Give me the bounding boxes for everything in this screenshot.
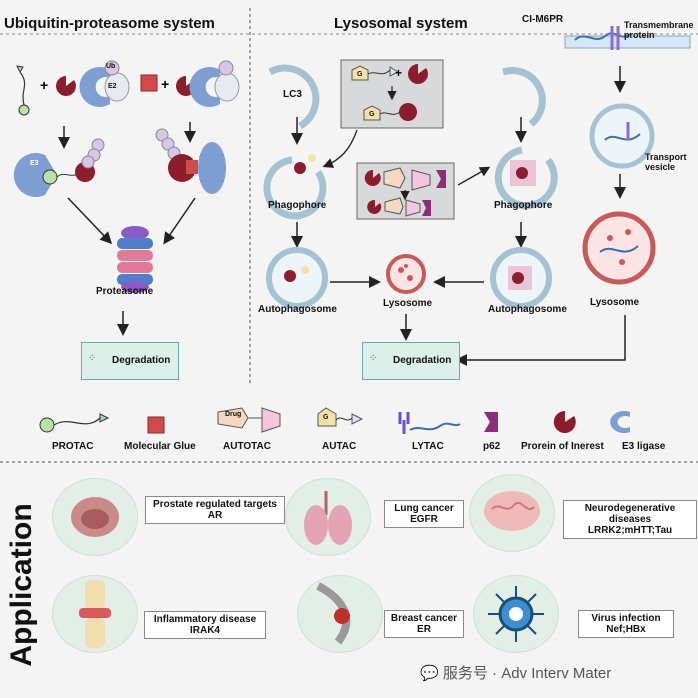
legend-molecular-glue-icon <box>147 416 165 434</box>
app-neuro-line2: LRRK2;mHTT;Tau <box>587 525 673 536</box>
app-box-virus: Virus infection Nef;HBx <box>578 610 674 638</box>
poi-icon <box>56 76 76 96</box>
transport-vesicle-icon <box>589 103 655 169</box>
watermark: 💬 服务号 · Adv Interv Mater <box>420 662 611 683</box>
lung-icon <box>304 491 352 545</box>
autophagosome-right-icon <box>490 247 552 309</box>
app-box-prostate: Prostate regulated targets AR <box>145 496 285 524</box>
joint-icon-circle <box>52 575 138 653</box>
e2-e3-complex-icon <box>79 60 130 107</box>
app-inflammatory-line2: IRAK4 <box>189 625 220 636</box>
app-breast-line1: Breast cancer <box>390 613 458 624</box>
transport-vesicle-label: Transport vesicle <box>645 152 687 172</box>
fragments-icon: ⁘ <box>369 353 378 364</box>
autac-g-label-2: G <box>369 111 375 118</box>
virus-icon <box>488 586 544 642</box>
legend-label-protac: PROTAC <box>52 441 94 452</box>
legend-label-lytac: LYTAC <box>412 441 444 452</box>
application-title-container: Application <box>2 478 42 688</box>
brain-icon <box>484 491 540 531</box>
lys-degradation-box: ⁘ Degradation <box>362 342 460 380</box>
proteasome-icon <box>117 226 153 293</box>
legend-protac-icon <box>39 413 110 433</box>
legend-protein-of-interest-icon <box>553 410 576 433</box>
svg-text:+: + <box>161 76 169 92</box>
lc3-label: LC3 <box>283 89 302 100</box>
lysosome-center-label: Lysosome <box>383 298 433 309</box>
phagophore-right-icon <box>494 146 558 210</box>
app-neuro-line1: Neurodegenerative diseases <box>584 503 676 525</box>
ups-degradation-box: ⁘ Degradation <box>81 342 179 380</box>
ups-degradation-label: Degradation <box>112 355 171 366</box>
legend-label-e3-ligase: E3 ligase <box>622 441 666 452</box>
prostate-icon <box>71 497 119 537</box>
cell-membrane-icon <box>564 26 691 50</box>
legend-autotac-icon <box>217 407 281 433</box>
protac-ternary-complex-icon <box>13 138 105 197</box>
app-prostate-line1: Prostate regulated targets <box>153 499 277 510</box>
glue-ternary-complex-icon <box>155 128 226 194</box>
lung-icon-circle <box>285 478 371 556</box>
glue-square-icon <box>140 74 158 92</box>
ub-label: Ub <box>106 63 116 70</box>
lysosome-right-icon <box>582 211 656 285</box>
app-box-lung: Lung cancer EGFR <box>384 500 464 528</box>
wechat-icon: 💬 <box>420 665 439 682</box>
watermark-text: 服务号 · Adv Interv Mater <box>442 665 612 682</box>
legend-label-protein-of-interest: Prorein of Inerest <box>521 441 604 452</box>
lc3-membrane-icon <box>268 64 320 130</box>
app-lung-line2: EGFR <box>410 514 438 525</box>
lysosome-right-label: Lysosome <box>590 297 640 308</box>
ups-section-title: Ubiquitin-proteasome system <box>4 15 215 32</box>
autophagosome-right-label: Autophagosome <box>488 304 567 315</box>
legend-label-autotac: AUTOTAC <box>223 441 271 452</box>
e3-label: E3 <box>30 160 39 167</box>
e2-e3-complex-icon-2 <box>189 60 240 108</box>
legend-p62-icon <box>484 412 498 432</box>
legend-autac-icon <box>317 407 364 427</box>
app-box-neuro: Neurodegenerative diseases LRRK2;mHTT;Ta… <box>563 500 697 539</box>
protac-icon <box>16 65 30 116</box>
app-box-breast: Breast cancer ER <box>384 610 464 638</box>
legend-label-molecular-glue: Molecular Glue <box>124 441 196 452</box>
joint-icon <box>79 580 111 648</box>
app-virus-line1: Virus infection <box>591 613 661 624</box>
legend-drug-label: Drug <box>225 411 242 418</box>
proteasome-label: Proteasome <box>96 286 154 297</box>
legend-lytac-icon <box>398 412 461 434</box>
phagophore-left-label: Phagophore <box>268 200 327 211</box>
fragments-icon: ⁘ <box>88 353 97 364</box>
transmembrane-label: Transmembrane protein <box>624 20 694 40</box>
legend-label-autac: AUTAC <box>322 441 357 452</box>
legend-e3-ligase-icon <box>610 411 630 433</box>
autophagosome-left-label: Autophagosome <box>258 304 337 315</box>
application-title: Application <box>5 503 38 667</box>
app-inflammatory-line1: Inflammatory disease <box>153 614 257 625</box>
svg-text:+: + <box>40 77 48 93</box>
app-lung-line1: Lung cancer <box>394 503 454 514</box>
lysosomal-section-title: Lysosomal system <box>334 15 468 32</box>
lysosome-center-icon <box>386 254 426 294</box>
svg-text:+: + <box>395 66 402 80</box>
app-virus-line2: Nef;HBx <box>606 624 646 635</box>
phagophore-right-label: Phagophore <box>494 200 553 211</box>
lys-degradation-label: Degradation <box>393 355 452 366</box>
app-prostate-line2: AR <box>207 510 223 521</box>
autophagosome-left-icon <box>266 247 328 309</box>
legend-g-label: G <box>323 414 329 421</box>
legend-label-p62: p62 <box>483 441 501 452</box>
app-breast-line2: ER <box>417 624 431 635</box>
phagophore-left-icon <box>263 154 327 220</box>
ci-m6pr-label: CI-M6PR <box>522 14 564 25</box>
prostate-icon-circle <box>52 478 138 556</box>
brain-icon-circle <box>469 474 555 552</box>
breast-icon <box>316 582 351 645</box>
virus-icon-circle <box>473 575 559 653</box>
app-box-inflammatory: Inflammatory disease IRAK4 <box>144 611 266 639</box>
e2-label: E2 <box>108 83 117 90</box>
autac-g-label: G <box>357 71 363 78</box>
breast-icon-circle <box>297 575 383 653</box>
